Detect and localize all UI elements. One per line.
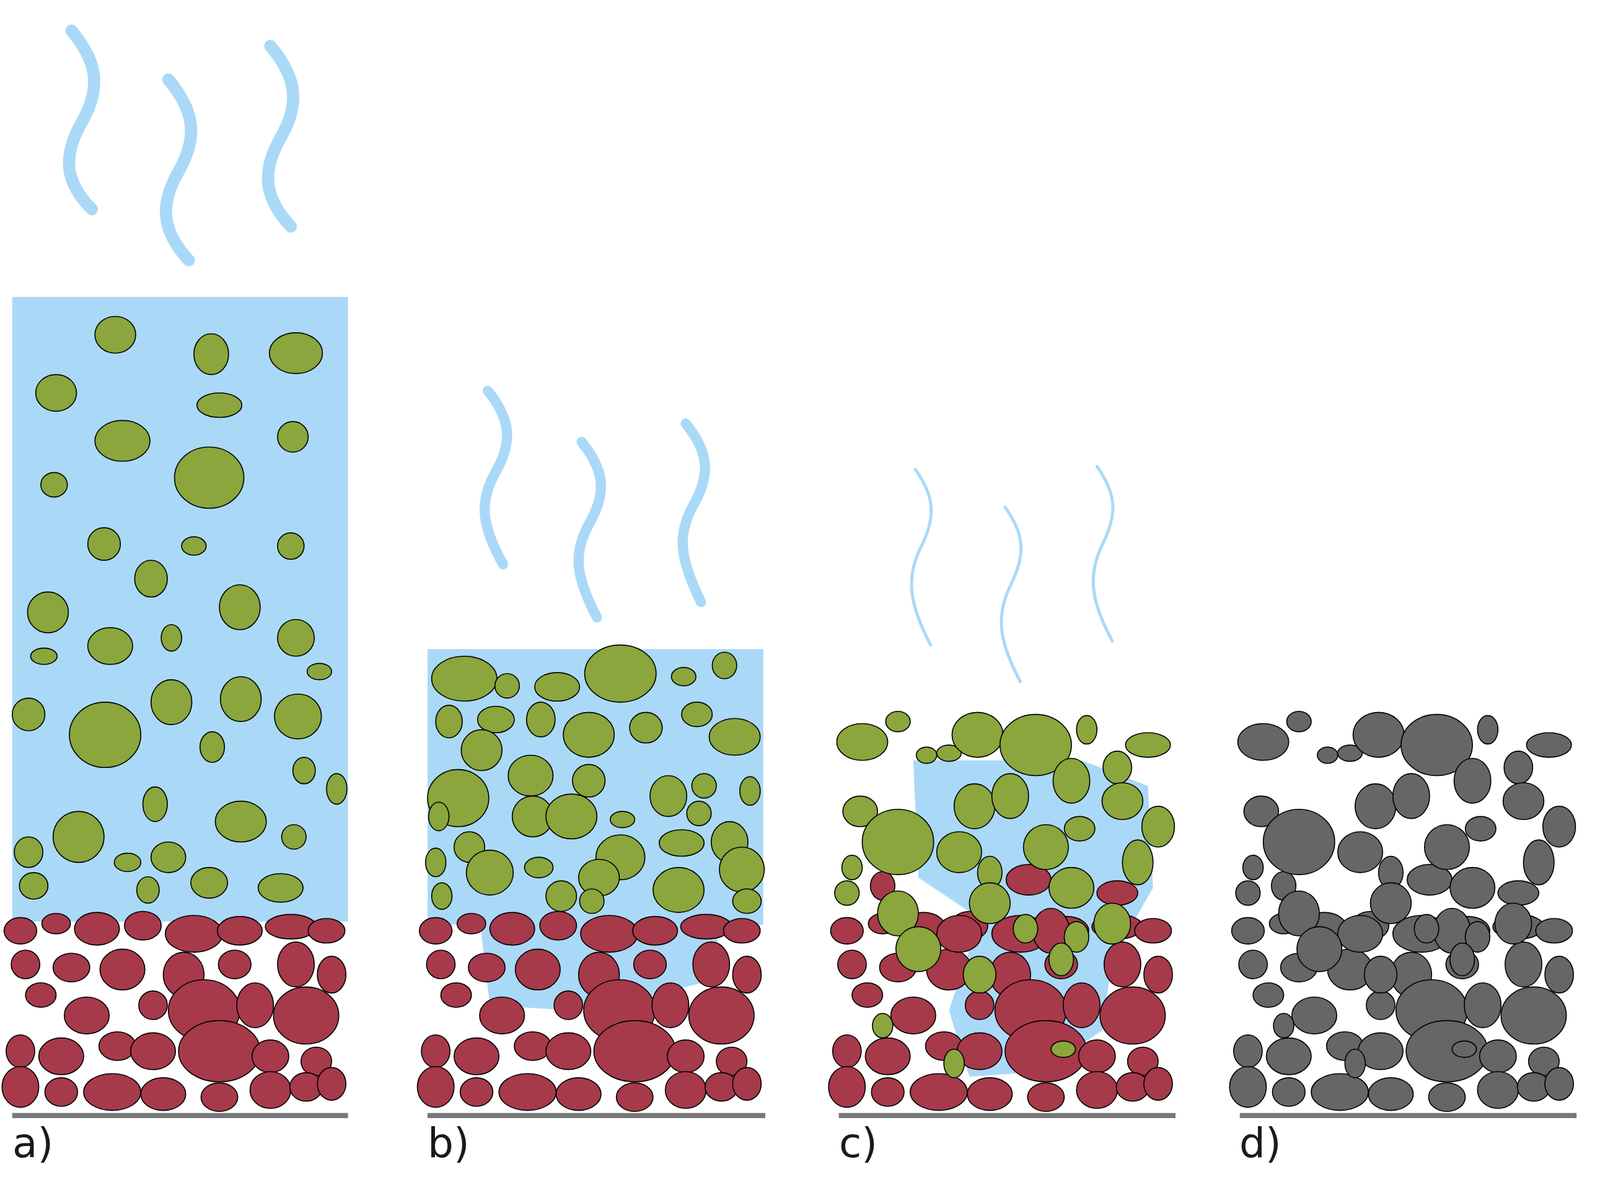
panel-label: b)	[427, 1122, 470, 1164]
panel-label: c)	[839, 1122, 878, 1164]
panel-label: a)	[12, 1122, 54, 1164]
panel-label: d)	[1239, 1122, 1282, 1164]
